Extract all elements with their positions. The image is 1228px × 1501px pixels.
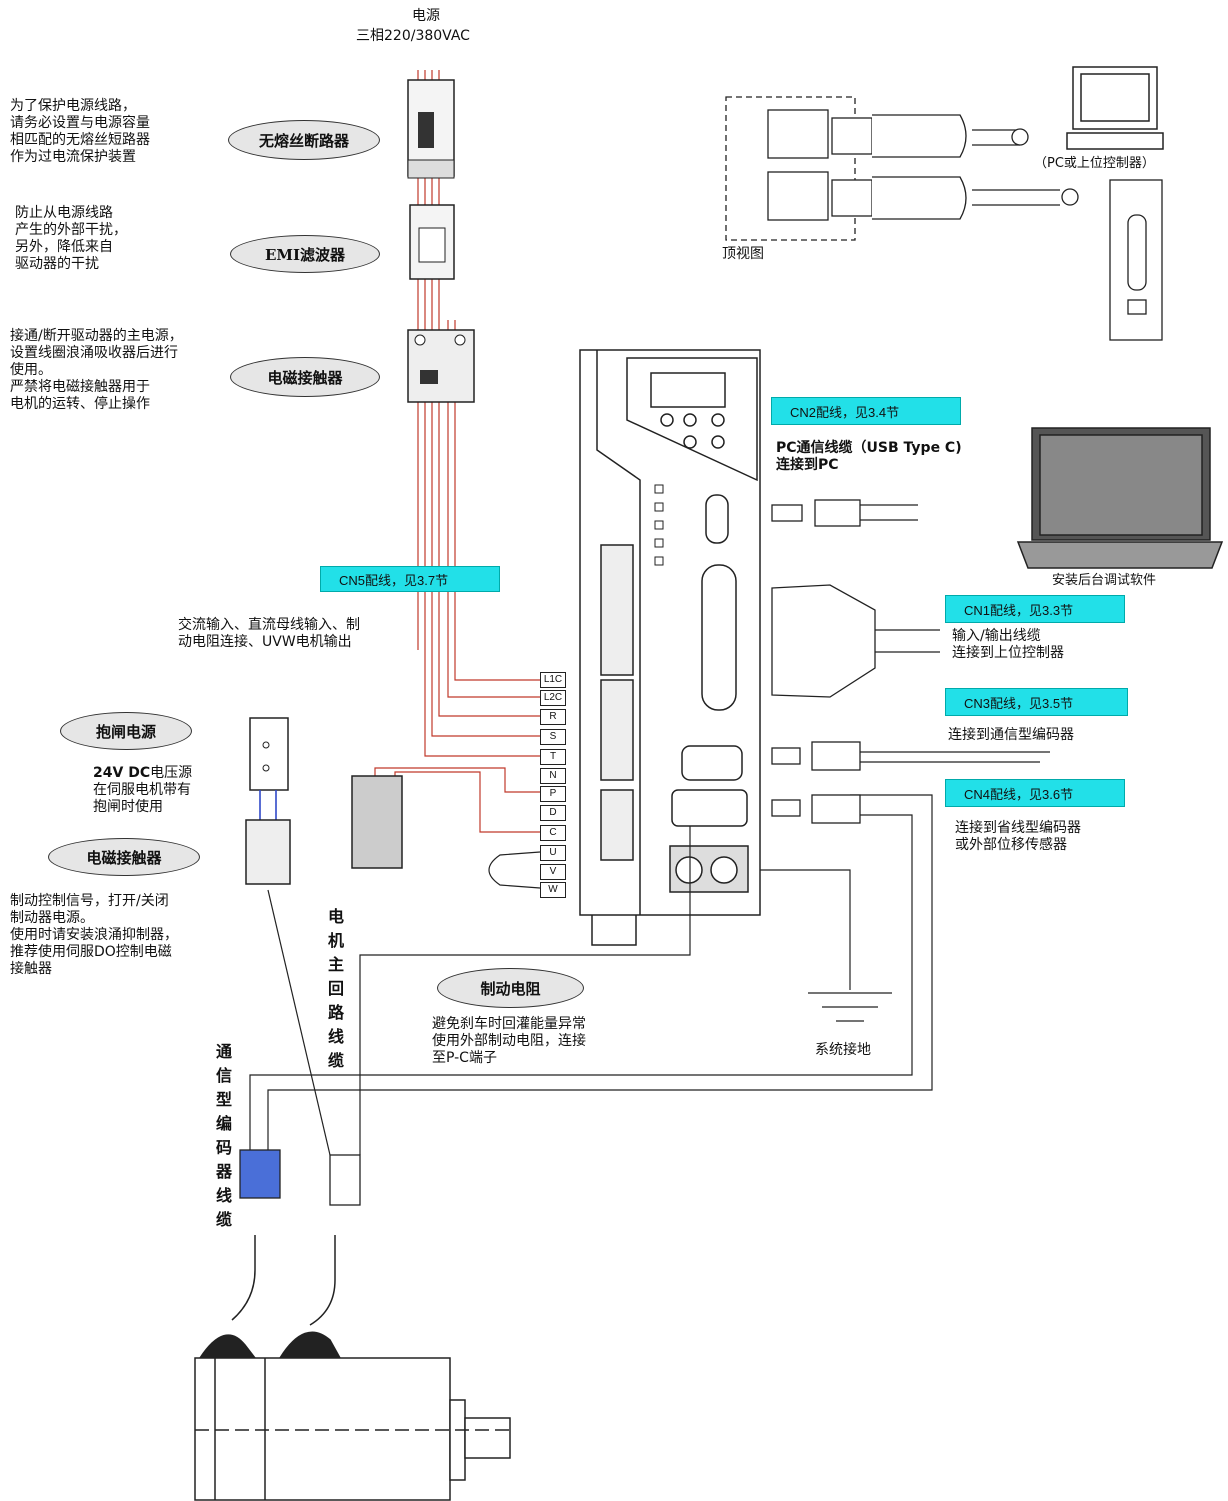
emi-label: EMI滤波器 <box>230 235 380 273</box>
motor-leads <box>231 1235 336 1326</box>
contactor-note: 接通/断开驱动器的主电源， 设置线圈浪涌吸收器后进行 使用。 严禁将电磁接触器用… <box>10 328 183 412</box>
power-wires <box>374 70 540 833</box>
cn4-note: 连接到省线型编码器 或外部位移传感器 <box>955 820 1081 853</box>
breaker-label: 无熔丝断路器 <box>228 120 380 160</box>
brake-contactor-icon <box>245 819 291 885</box>
power-spec: 三相220/380VAC <box>356 28 470 44</box>
cn1-tag: CN1配线，见3.3节 <box>945 595 1125 623</box>
cn2-tag: CN2配线，见3.4节 <box>771 397 961 425</box>
ground-label: 系统接地 <box>815 1042 871 1058</box>
contactor-label: 电磁接触器 <box>230 357 380 397</box>
terminal-L2C: L2C <box>540 690 566 706</box>
cn2-connector <box>771 499 918 527</box>
brake-power-label: 抱闸电源 <box>60 712 192 750</box>
cn5-tag: CN5配线，见3.7节 <box>320 566 500 592</box>
cn3-connector <box>771 741 861 771</box>
terminal-S: S <box>540 729 566 745</box>
emi-filter-icon <box>409 204 455 280</box>
servo-drive-icon <box>579 349 761 946</box>
power-plug-icon <box>329 1154 361 1206</box>
brake-resistor-label: 制动电阻 <box>437 968 584 1008</box>
brake-power-desc: 电压源 在伺服电机带有 抱闸时使用 <box>93 765 193 815</box>
top-view-ports <box>725 96 1079 241</box>
breaker-note: 为了保护电源线路， 请务必设置与电源容量 相匹配的无熔丝短路器 作为过电流保护装… <box>10 98 150 165</box>
brake-resistor-note: 避免刹车时回灌能量异常 使用外部制动电阻，连接 至P-C端子 <box>432 1016 586 1066</box>
top-view-label: 顶视图 <box>722 246 764 262</box>
cn1-note: 输入/输出线缆 连接到上位控制器 <box>952 628 1064 661</box>
cn1-connector <box>771 584 940 698</box>
laptop-icon <box>1016 427 1224 569</box>
terminal-W: W <box>540 882 566 898</box>
controller-icon <box>1109 179 1163 341</box>
brake-power-voltage: 24V DC <box>93 765 151 781</box>
pc-icon <box>1066 66 1164 150</box>
terminal-R: R <box>540 709 566 725</box>
motor-wires <box>267 826 892 1156</box>
laptop-label: 安装后台调试软件 <box>1052 573 1157 588</box>
terminal-D: D <box>540 805 566 821</box>
terminal-L1C: L1C <box>540 672 566 688</box>
brake-contactor-note: 制动控制信号，打开/关闭 制动器电源。 使用时请安装浪涌抑制器， 推荐使用伺服D… <box>10 893 178 977</box>
cn3-tag: CN3配线，见3.5节 <box>945 688 1128 716</box>
cn4-connector <box>771 794 861 824</box>
power-title: 电源 <box>412 8 440 24</box>
brake-power-note: 24V DC电压源 在伺服电机带有 抱闸时使用 <box>93 765 192 816</box>
motor-cable-label: 电机主回路线缆 <box>327 907 344 1070</box>
encoder-plug-icon <box>239 1149 281 1199</box>
pc-controller-label: （PC或上位控制器） <box>1034 156 1155 171</box>
brake-resistor-icon <box>351 775 403 869</box>
contactor-icon <box>407 329 475 403</box>
servo-motor-icon <box>194 1331 511 1501</box>
brake-power-icon <box>249 717 289 791</box>
terminal-T: T <box>540 749 566 765</box>
breaker-icon <box>407 79 455 179</box>
cn3-note: 连接到通信型编码器 <box>948 727 1074 743</box>
cn5-note: 交流输入、直流母线输入、制 动电阻连接、UVW电机输出 <box>178 617 360 650</box>
terminal-U: U <box>540 845 566 861</box>
terminal-N: N <box>540 768 566 784</box>
encoder-cable-label: 通信型编码器线缆 <box>215 1042 232 1229</box>
drive-leds <box>654 484 664 566</box>
cn4-tag: CN4配线，见3.6节 <box>945 779 1125 807</box>
terminal-C: C <box>540 825 566 841</box>
brake-contactor-label: 电磁接触器 <box>48 838 200 876</box>
terminal-V: V <box>540 864 566 880</box>
emi-note: 防止从电源线路 产生的外部干扰， 另外，降低来自 驱动器的干扰 <box>15 205 127 272</box>
terminal-P: P <box>540 786 566 802</box>
cn2-note: PC通信线缆（USB Type C) 连接到PC <box>776 440 962 473</box>
encoder-cable <box>249 751 1050 1160</box>
